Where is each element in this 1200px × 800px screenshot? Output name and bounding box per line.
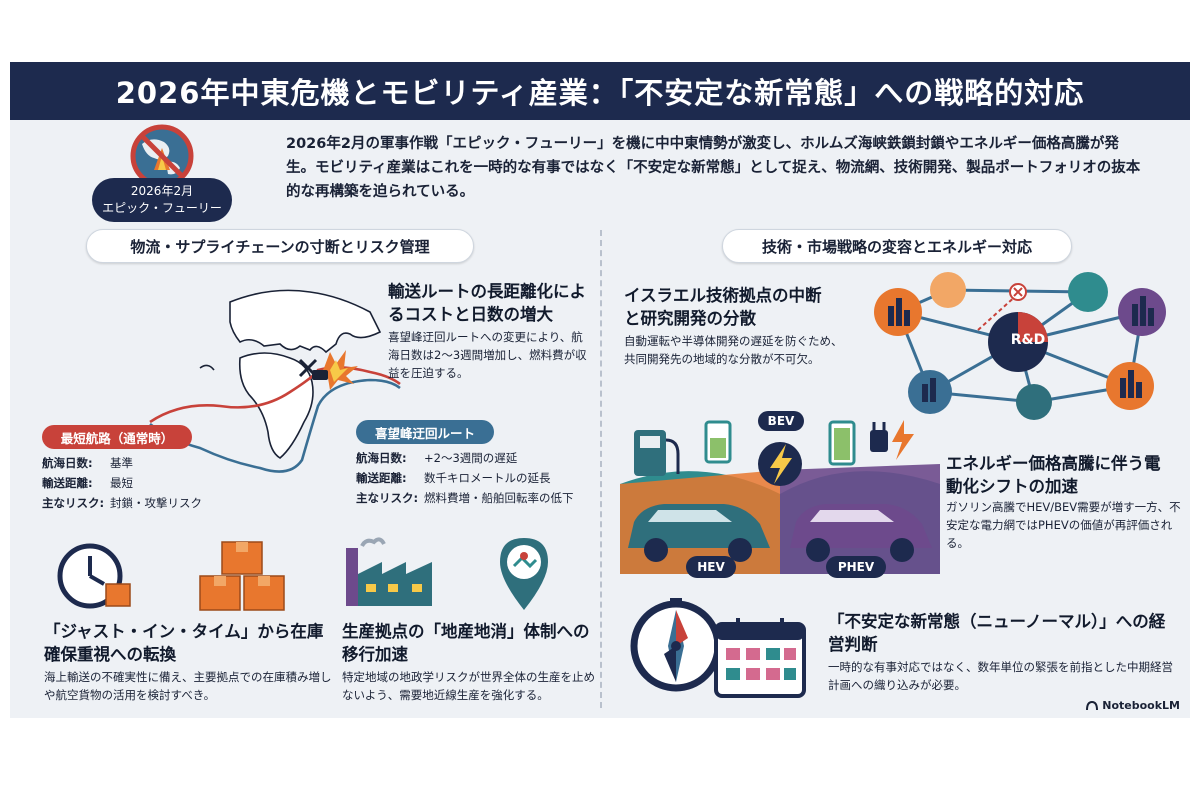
intro-text: 2026年2月の軍事作戦「エピック・フューリー」を機に中中東情勢が激変し、ホルム… (286, 136, 1141, 200)
normal-route-stats: 航海日数: 基準 輸送距離: 最短 主なリスク: 封鎖・攻撃リスク (42, 453, 202, 513)
ev-heading: エネルギー価格高騰に伴う電動化シフトの加速 (946, 454, 1161, 496)
production-body: 特定地域の地政学リスクが世界全体の生産を止めないよう、需要地近線生産を強化する。 (342, 670, 595, 702)
shipping-route-map (149, 289, 401, 473)
intro-badge: 2026年2月 エピック・フューリー (92, 124, 232, 224)
mgmt-body: 一時的な有事対応ではなく、数年単位の緊張を前指とした中期経営計画への織り込みが必… (828, 660, 1173, 692)
rnd-heading: イスラエル技術拠点の中断と研究開発の分散 (624, 286, 822, 328)
compass-icon (630, 598, 722, 692)
section-divider (600, 230, 602, 708)
badge-operation: エピック・フューリー (102, 201, 222, 215)
stat-key: 航海日数: (42, 456, 93, 470)
factory-icon (346, 537, 432, 606)
inventory-body: 海上輸送の不確実性に備え、主要拠点での在庫積み増しや航空貨物の活用を検討すべき。 (44, 670, 332, 702)
rnd-network-diagram (874, 272, 1166, 420)
cape-route-tag: 喜望峰迂回ルート (356, 420, 494, 444)
brand-mark: NotebookLM (1086, 699, 1180, 712)
production-heading: 生産拠点の「地産地消」体制への移行加速 (342, 622, 590, 664)
inventory-heading: 「ジャスト・イン・タイム」から在庫確保重視への転換 (44, 622, 324, 664)
notebooklm-logo-icon (1086, 700, 1099, 710)
hev-label: HEV (686, 556, 736, 578)
calendar-icon (714, 618, 806, 698)
stat-key: 主なリスク: (42, 496, 105, 510)
cape-route-row: 輸送距離: 数千キロメートルの延長 (356, 468, 574, 488)
infographic-canvas: 2026年中東危機とモビリティ産業：「不安定な新常態」への戦略的対応 2026年… (10, 62, 1190, 718)
page-title: 2026年中東危機とモビリティ産業：「不安定な新常態」への戦略的対応 (115, 76, 1085, 110)
ev-charging-illustration (620, 420, 940, 574)
rnd-body: 自動運転や半導体開発の遅延を防ぐため、共同開発先の地域的な分散が不可欠。 (624, 334, 843, 366)
stat-value: 基準 (110, 456, 133, 470)
ev-body: ガソリン高騰でHEV/BEV需要が増す一方、不安定な電力網ではPHEVの価値が再… (946, 500, 1181, 550)
cape-route-row: 航海日数: +2〜3週間の遅延 (356, 448, 574, 468)
stat-value: +2〜3週間の遅延 (424, 451, 518, 465)
normal-route-tag: 最短航路（通常時） (42, 425, 192, 449)
stat-value: 最短 (110, 476, 133, 490)
bev-label: BEV (758, 411, 804, 431)
stat-value: 燃料費増・船舶回転率の低下 (424, 491, 574, 505)
route-body: 喜望峰迂回ルートへの変更により、航海日数は2〜3週間増加し、燃料費が収益を圧迫す… (388, 330, 587, 380)
cape-route-stats: 航海日数: +2〜3週間の遅延 輸送距離: 数千キロメートルの延長 主なリスク: 燃料… (356, 448, 574, 508)
title-bar: 2026年中東危機とモビリティ産業：「不安定な新常態」への戦略的対応 (10, 62, 1190, 120)
cape-route-row: 主なリスク: 燃料費増・船舶回転率の低下 (356, 488, 574, 508)
stat-key: 航海日数: (356, 451, 407, 465)
route-heading: 輸送ルートの長距離化によるコストと日数の増大 (388, 282, 586, 324)
normal-route-row: 主なリスク: 封鎖・攻撃リスク (42, 493, 202, 513)
clock-icon (57, 543, 131, 609)
stat-key: 輸送距離: (42, 476, 93, 490)
crisis-globe-icon (130, 124, 194, 188)
mgmt-heading: 「不安定な新常態（ニューノーマル）」への経営判断 (828, 612, 1166, 654)
stat-key: 主なリスク: (356, 491, 419, 505)
date-badge: 2026年2月 エピック・フューリー (92, 178, 232, 222)
normal-route-row: 輸送距離: 最短 (42, 473, 202, 493)
stat-key: 輸送距離: (356, 471, 407, 485)
location-map-icon (500, 538, 548, 610)
phev-label: PHEV (826, 556, 886, 578)
right-section-title: 技術・市場戦略の変容とエネルギー対応 (722, 229, 1072, 263)
badge-date: 2026年2月 (130, 184, 194, 198)
rnd-label: R&D (1010, 332, 1046, 348)
normal-route-row: 航海日数: 基準 (42, 453, 202, 473)
left-section-title: 物流・サプライチェーンの寸断とリスク管理 (86, 229, 474, 263)
stacked-boxes-icon (199, 541, 285, 611)
brand-text: NotebookLM (1102, 699, 1180, 712)
stat-value: 数千キロメートルの延長 (424, 471, 551, 485)
stat-value: 封鎖・攻撃リスク (110, 496, 202, 510)
